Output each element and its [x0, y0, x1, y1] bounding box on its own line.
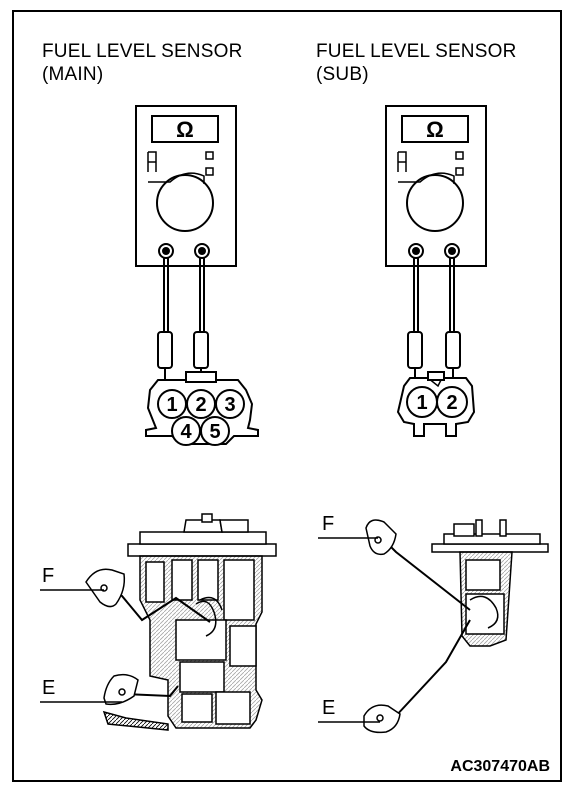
connector-sub [396, 371, 476, 437]
main-title-line2: (MAIN) [42, 64, 104, 85]
main-pin-4: 4 [180, 421, 192, 443]
sub-title-line1: FUEL LEVEL SENSOR [316, 41, 517, 62]
callout-f-main: F [42, 565, 55, 587]
main-pin-5: 5 [209, 421, 220, 443]
fuel-sensor-assembly-sub [363, 519, 549, 734]
test-leads-main [157, 258, 209, 392]
connector-sub-pin-numbers: 1 2 [416, 392, 457, 414]
ohmmeter-main: Ω [135, 105, 237, 267]
callout-e-sub: E [322, 697, 336, 719]
main-pin-2: 2 [195, 394, 206, 416]
fuel-pump-assembly-main [85, 513, 277, 731]
sub-pin-2: 2 [446, 392, 457, 414]
main-pin-3: 3 [224, 394, 235, 416]
main-title-line1: FUEL LEVEL SENSOR [42, 41, 243, 62]
main-pin-1: 1 [166, 394, 177, 416]
callout-leaders-sub [318, 537, 380, 723]
ohmmeter-sub: Ω [385, 105, 487, 267]
figure-code: AC307470AB [450, 758, 550, 775]
ohm-symbol-sub: Ω [426, 117, 444, 142]
main-sensor-title: FUEL LEVEL SENSOR (MAIN) [42, 40, 243, 86]
sub-title-line2: (SUB) [316, 64, 369, 85]
callout-f-sub: F [322, 513, 335, 535]
sub-sensor-title: FUEL LEVEL SENSOR (SUB) [316, 40, 517, 86]
ohm-symbol-main: Ω [176, 117, 194, 142]
callout-leaders-main [40, 589, 122, 703]
figure-frame [12, 10, 562, 782]
callout-e-main: E [42, 677, 56, 699]
sub-pin-1: 1 [416, 392, 427, 414]
connector-main-pin-numbers: 1 2 3 4 5 [166, 394, 235, 443]
connector-main [145, 371, 259, 446]
